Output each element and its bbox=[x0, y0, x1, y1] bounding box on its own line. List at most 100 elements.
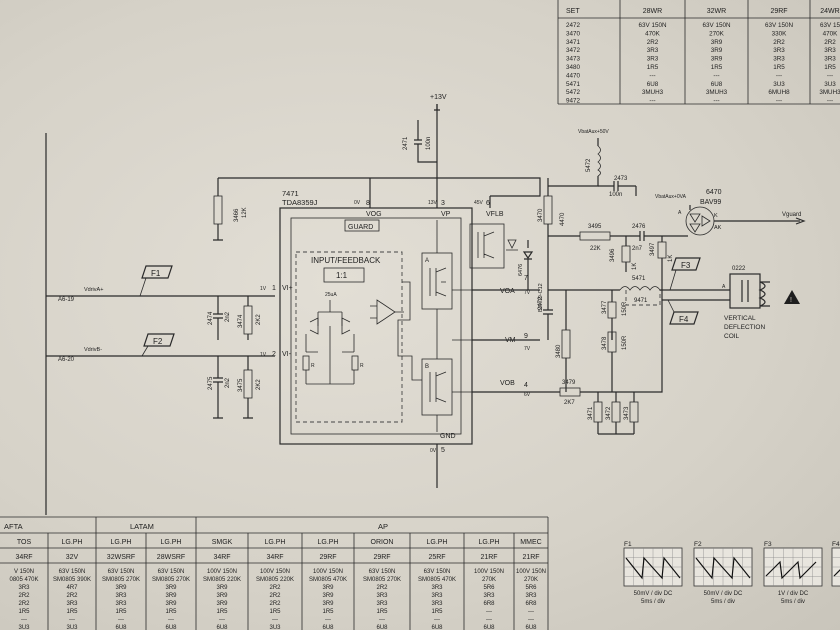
bottom-table-cell: 2R2 bbox=[269, 593, 281, 599]
top-table-cell: 470K bbox=[645, 30, 661, 37]
top-table-cell: 5471 bbox=[566, 81, 581, 88]
top-table-cell: 3R3 bbox=[647, 47, 659, 54]
bottom-table-cell: 63V 150N bbox=[59, 569, 86, 575]
bottom-table-cell: SM0805 220K bbox=[256, 577, 294, 583]
bottom-table-cell: 2R2 bbox=[66, 593, 78, 599]
block-title: INPUT/FEEDBACK bbox=[311, 256, 381, 265]
top-table-cell: --- bbox=[713, 72, 719, 79]
top-table-cell: 63V 150N bbox=[702, 22, 730, 29]
bottom-table-cell: --- bbox=[528, 617, 534, 623]
bottom-table-group: AP bbox=[378, 522, 388, 531]
scope-panel: F4 bbox=[831, 541, 840, 587]
top-table-cell: 3480 bbox=[566, 64, 581, 71]
bottom-table-cell: --- bbox=[379, 617, 385, 623]
svg-text:3478: 3478 bbox=[602, 336, 608, 350]
bottom-table-cell: 6U8 bbox=[525, 625, 537, 630]
svg-text:F3: F3 bbox=[764, 541, 772, 548]
bottom-table-cell: 3R9 bbox=[165, 585, 177, 591]
vbat-aux-50v: VbatAux+50V bbox=[578, 129, 609, 135]
input-feedback-block bbox=[295, 251, 403, 423]
bottom-table-model: LG.PH bbox=[61, 539, 82, 546]
bottom-table-cell: SM0805 270K bbox=[152, 577, 190, 583]
pin-label-gnd: GND bbox=[440, 433, 456, 440]
vbat-aux-0va: VbatAux+0VA bbox=[655, 194, 687, 200]
bottom-table-cell: 3R9 bbox=[216, 593, 228, 599]
bottom-table-cell: --- bbox=[486, 609, 492, 615]
bottom-table-cell: 3R3 bbox=[525, 593, 537, 599]
flag-f3: F3 bbox=[669, 257, 701, 291]
bottom-table-cell: 3U3 bbox=[66, 625, 78, 630]
bottom-table-model: TOS bbox=[17, 539, 32, 546]
top-table-cell: 3MUH3 bbox=[819, 89, 840, 96]
bottom-table-cell: SM0805 470K bbox=[309, 577, 347, 583]
voltage-vi-minus: 1V bbox=[260, 352, 267, 358]
resistor-3477: 3477 150R bbox=[602, 290, 628, 340]
voltage-vflb: 45V bbox=[474, 200, 484, 206]
top-table-cell: 6MUH8 bbox=[768, 89, 790, 96]
bottom-table-cell: 1R5 bbox=[18, 609, 30, 615]
bottom-table-cell: 1R5 bbox=[376, 609, 388, 615]
top-table-cell: 3R9 bbox=[711, 56, 723, 63]
bottom-table-cell: 100V 150N bbox=[516, 569, 546, 575]
bottom-table-cell: 2R2 bbox=[376, 585, 388, 591]
svg-text:F4: F4 bbox=[832, 541, 840, 548]
output-stage-a: A bbox=[421, 252, 453, 310]
bottom-table-cell: 3R9 bbox=[216, 601, 228, 607]
bottom-table-cell: SM0805 470K bbox=[418, 577, 456, 583]
bottom-table-cell: 2R2 bbox=[18, 593, 30, 599]
bottom-table-cell: 3R9 bbox=[115, 585, 127, 591]
svg-text:5472: 5472 bbox=[586, 158, 592, 172]
diode-6470: 6470 BAV99 K AK A bbox=[662, 189, 800, 237]
svg-text:F1: F1 bbox=[624, 541, 632, 548]
svg-text:!: ! bbox=[790, 297, 792, 304]
svg-text:F3: F3 bbox=[681, 261, 691, 270]
bottom-table-cell: 4R7 bbox=[66, 585, 78, 591]
top-table-cell: 63V 15 bbox=[820, 22, 840, 29]
svg-text:2n2: 2n2 bbox=[225, 311, 231, 322]
bottom-table-size: 25RF bbox=[428, 554, 445, 561]
top-table-cell: --- bbox=[776, 72, 782, 79]
resistor-3475: 3475 2K2 bbox=[238, 356, 262, 419]
svg-text:F2: F2 bbox=[153, 337, 163, 346]
top-table-cell: --- bbox=[776, 98, 782, 105]
bottom-table-cell: 63V 150N bbox=[424, 569, 451, 575]
bottom-table-cell: 2R2 bbox=[18, 601, 30, 607]
top-table-cell: 1R5 bbox=[773, 64, 785, 71]
output-stage-b: B bbox=[421, 358, 453, 416]
top-table-cell: 6U8 bbox=[711, 81, 723, 88]
bottom-table-cell: 5R6 bbox=[483, 585, 495, 591]
pin-number-7: 7 bbox=[524, 275, 528, 282]
svg-text:BZX79-C12: BZX79-C12 bbox=[538, 283, 544, 312]
voltage-vi-plus: 1V bbox=[260, 286, 267, 292]
ic-part: TDA8359J bbox=[282, 198, 318, 207]
top-table-cell: --- bbox=[827, 72, 833, 79]
pin-number-6: 6 bbox=[486, 200, 490, 207]
resistor-3497: 3497 1K bbox=[650, 236, 674, 290]
svg-text:9471: 9471 bbox=[634, 298, 648, 304]
top-table-cell: 3U3 bbox=[824, 81, 836, 88]
bottom-table-cell: --- bbox=[69, 617, 75, 623]
top-table-cell: 2472 bbox=[566, 22, 581, 29]
net-label-b: A6-20 bbox=[58, 357, 75, 363]
bottom-table-cell: 1R5 bbox=[431, 609, 443, 615]
bottom-table-cell: 1R5 bbox=[322, 609, 334, 615]
inductor-5472: 5472 bbox=[548, 138, 601, 187]
voltage-vp: 13V bbox=[428, 200, 438, 206]
bottom-table-cell: 3U3 bbox=[269, 625, 281, 630]
svg-text:F1: F1 bbox=[151, 269, 161, 278]
svg-text:F2: F2 bbox=[694, 541, 702, 548]
flyback-switch bbox=[469, 223, 505, 269]
bottom-table-model: LG.PH bbox=[317, 539, 338, 546]
bottom-table-model: MMEC bbox=[520, 539, 541, 546]
top-table-cell: 330K bbox=[772, 30, 788, 37]
zener-6476: 6476 BZX79-C12 bbox=[518, 240, 544, 312]
bottom-table-model: LG.PH bbox=[160, 539, 181, 546]
svg-text:22K: 22K bbox=[590, 246, 601, 252]
top-table-cell: 3470 bbox=[566, 30, 581, 37]
voltage-vog: 0V bbox=[354, 200, 361, 206]
voltage-voa: 7V bbox=[524, 290, 531, 296]
top-table-cell: 1R5 bbox=[647, 64, 659, 71]
svg-text:50mV / div DC: 50mV / div DC bbox=[634, 591, 673, 597]
capacitor-2476: 2476 2n7 bbox=[628, 224, 662, 252]
bottom-table-cell: 3R3 bbox=[376, 601, 388, 607]
